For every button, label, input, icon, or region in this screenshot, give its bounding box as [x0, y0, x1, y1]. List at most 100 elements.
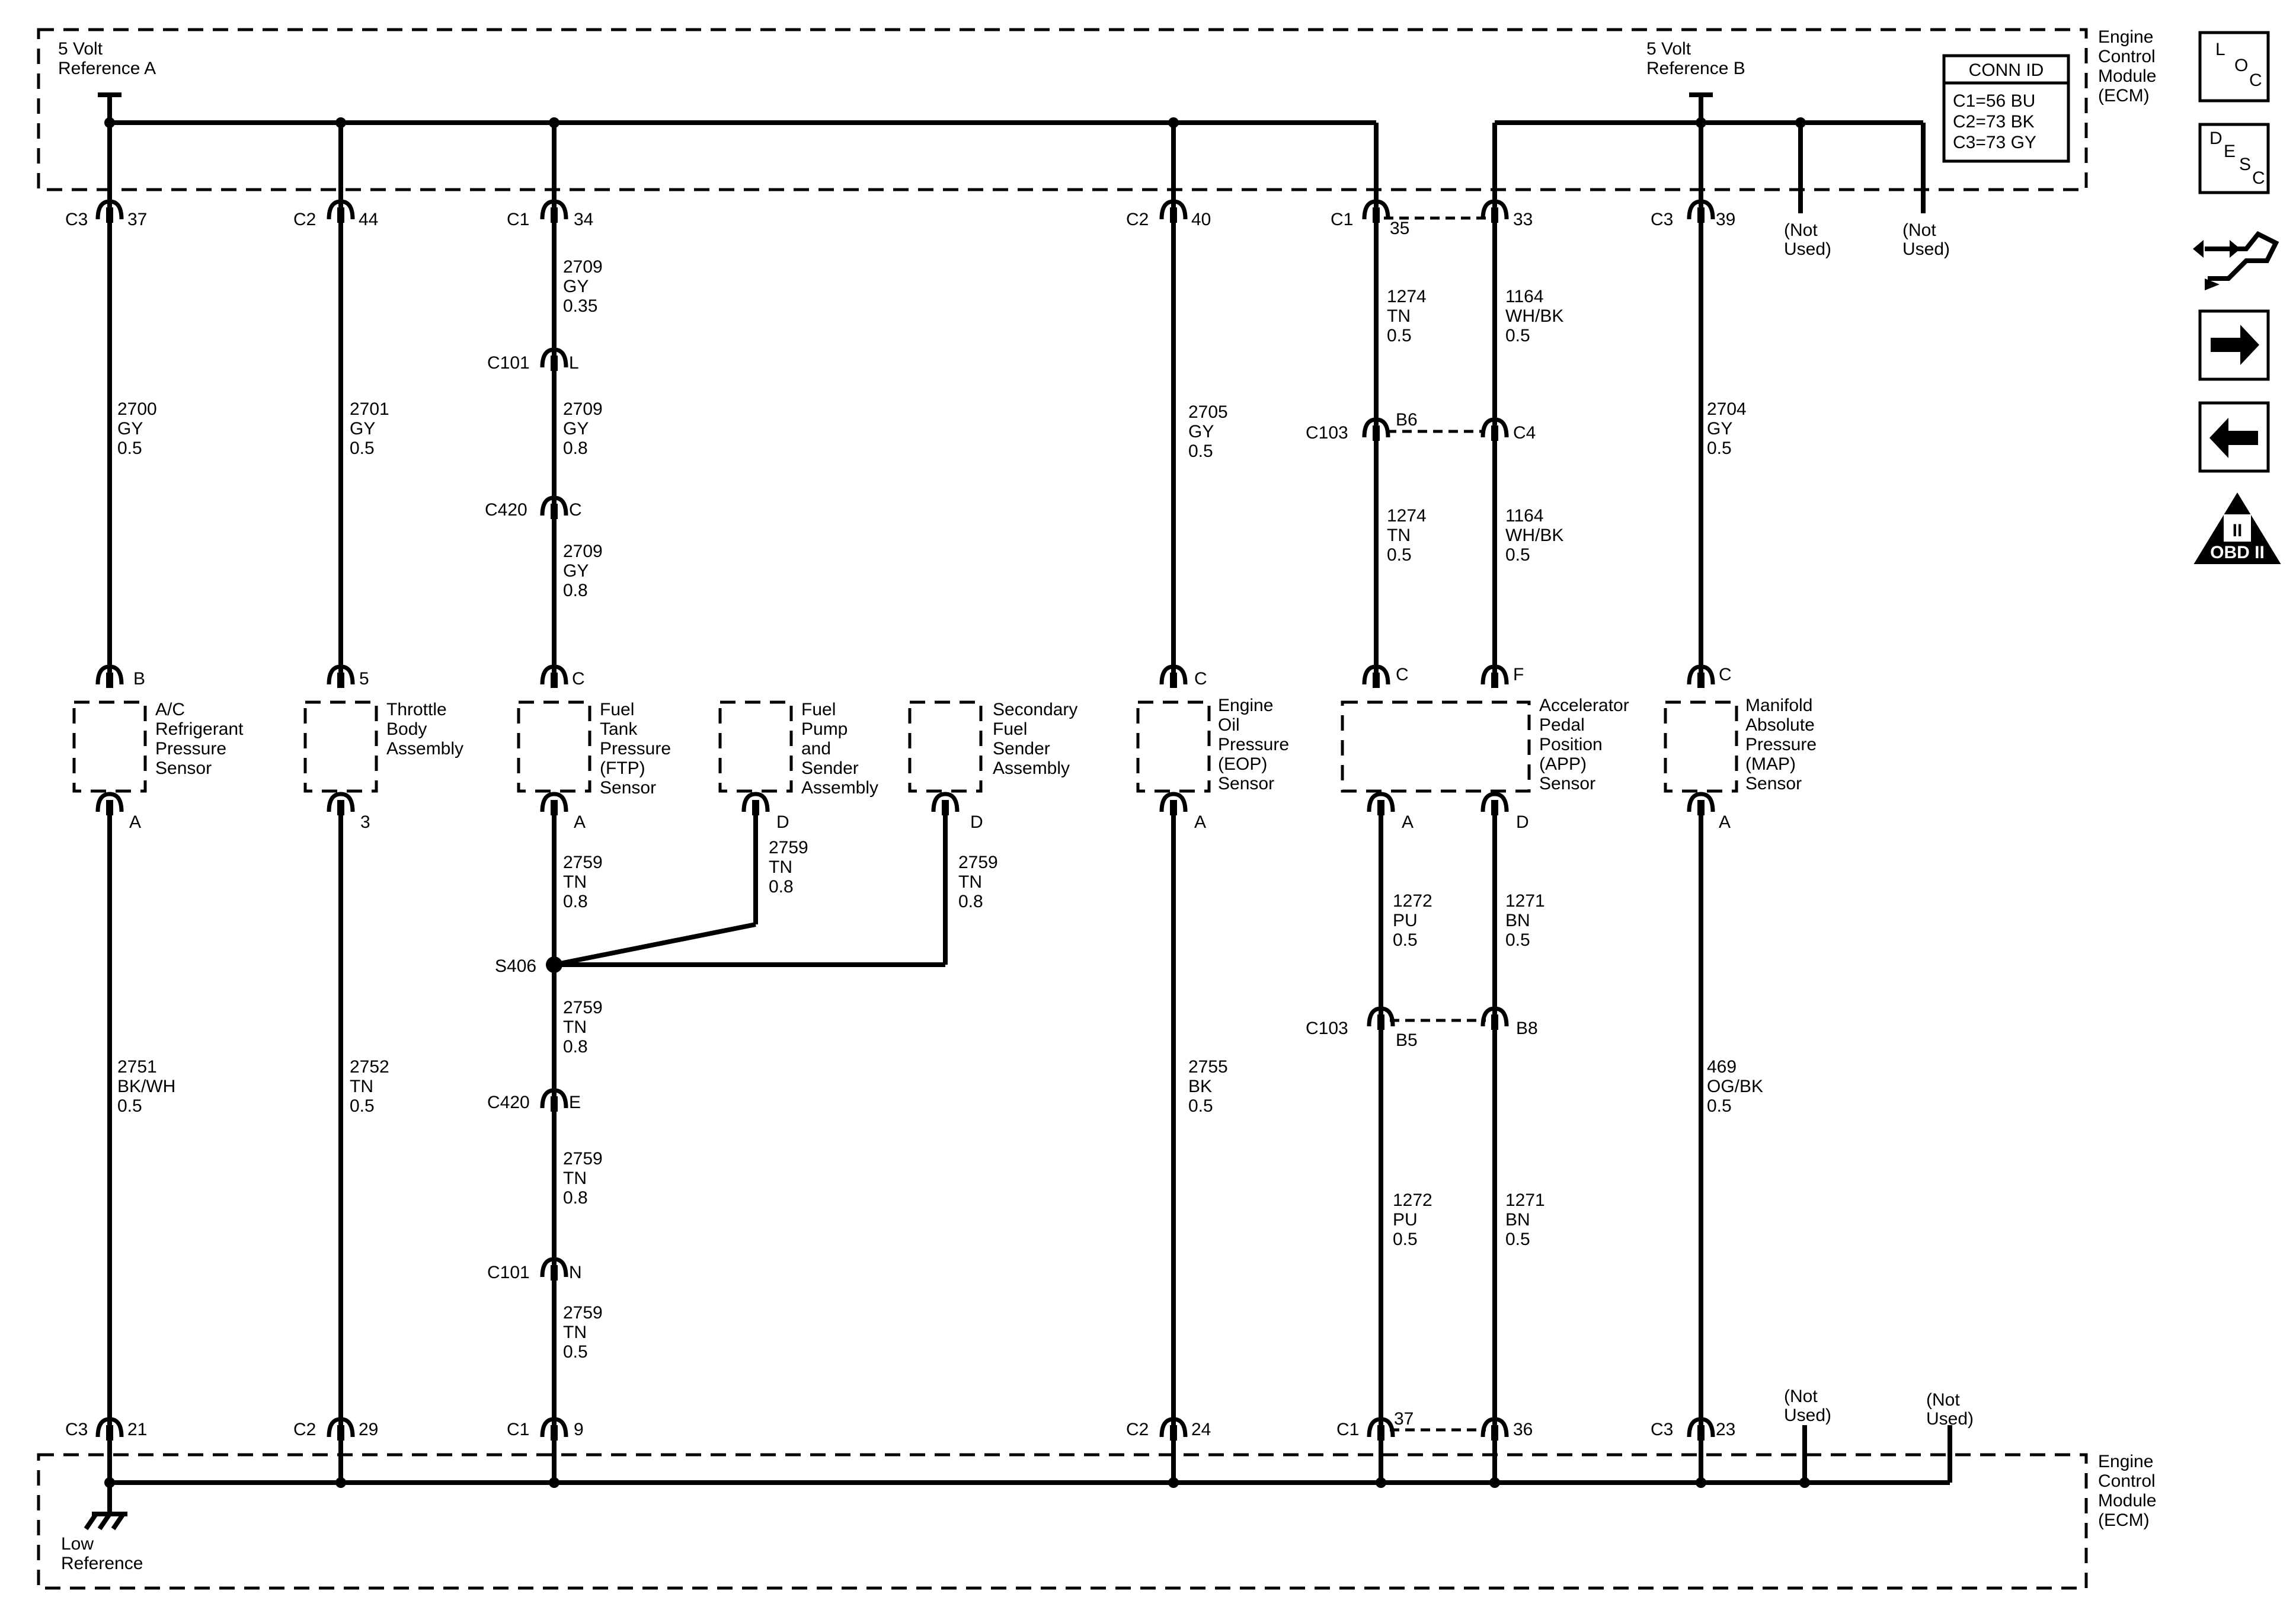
- wire-label: 2709: [563, 542, 603, 561]
- connector-pin: [1480, 417, 1509, 438]
- component-label: Accelerator: [1539, 696, 1629, 715]
- fuel-pump-sender-assembly: [718, 700, 793, 793]
- wire-label: 2704: [1707, 399, 1747, 419]
- svg-text:C: C: [1719, 665, 1732, 684]
- connector-pin: [1367, 1417, 1395, 1438]
- svg-text:C420: C420: [487, 1093, 530, 1112]
- svg-text:C2: C2: [293, 210, 316, 229]
- arrow-left-icon[interactable]: [2198, 401, 2270, 473]
- wire-label: 2701: [350, 399, 389, 419]
- svg-text:II: II: [2233, 521, 2243, 540]
- wire-label: 1271: [1505, 891, 1545, 911]
- connector-pin: [1480, 664, 1509, 685]
- component-label: Assembly: [993, 758, 1070, 778]
- wire-labels: 2700GY0.52751BK/WH0.52701GY0.52752TN0.52…: [117, 257, 1763, 1362]
- connector-pin-terminal: [1491, 1425, 1498, 1441]
- component-label: Pump: [801, 719, 848, 739]
- connector-pin-terminal: [1170, 1425, 1177, 1441]
- wire-label: WH/BK: [1505, 526, 1563, 545]
- connector-pin-terminal: [1697, 800, 1705, 815]
- connector-pin-terminal: [1697, 207, 1705, 223]
- arrow-right-icon[interactable]: [2198, 309, 2270, 381]
- component-label: Sensor: [600, 778, 656, 798]
- wire-label: GY: [563, 561, 589, 581]
- connector-pin-terminal: [337, 1425, 344, 1441]
- connector-pin: [540, 664, 568, 685]
- connector-pin: [931, 792, 960, 812]
- wire-label: TN: [563, 1169, 587, 1188]
- desc-button[interactable]: D E S C: [2198, 123, 2270, 194]
- connector-pin-terminal: [106, 800, 113, 815]
- component-label: Pressure: [1745, 735, 1817, 754]
- wire-label: 2751: [117, 1057, 157, 1077]
- connector-pin-terminal: [1170, 800, 1177, 815]
- svg-text:F: F: [1513, 665, 1524, 684]
- component-label: (MAP): [1745, 754, 1796, 774]
- wire-label: OG/BK: [1707, 1077, 1763, 1096]
- wire-label: 1274: [1387, 287, 1427, 306]
- connector-pin-terminal: [337, 800, 344, 815]
- component-label: Manifold: [1745, 696, 1812, 715]
- wire-label: TN: [958, 872, 982, 892]
- wire-label: GY: [563, 419, 589, 438]
- connector-hand-icon[interactable]: [2193, 231, 2279, 290]
- wire-label: 0.5: [350, 1096, 375, 1116]
- obd-ii-icon[interactable]: II OBD II: [2193, 492, 2281, 564]
- component-label: Pressure: [1218, 735, 1289, 754]
- not-used-pins: (Not Used) (Not Used) (Not Used) (Not Us…: [1784, 190, 1974, 1455]
- connector-pin-terminal: [106, 207, 113, 223]
- connector-pin: [540, 1088, 568, 1109]
- wire-label: 1272: [1393, 1190, 1432, 1210]
- wire-label: 2755: [1188, 1057, 1228, 1077]
- wire-label: 1164: [1505, 287, 1544, 306]
- svg-text:C: C: [2249, 71, 2262, 90]
- connector-pin-terminal: [752, 800, 759, 815]
- wire-label: 0.8: [769, 877, 794, 897]
- ecm-bottom-module: Engine Control Module (ECM) Low Referenc…: [37, 1452, 2156, 1590]
- connector-pin: [1159, 199, 1188, 220]
- ref-a-label-2: Reference A: [58, 59, 156, 78]
- loc-button[interactable]: L O C: [2198, 31, 2270, 103]
- component-label: Pressure: [155, 739, 226, 758]
- ecm-bottom-label-2: Control: [2098, 1471, 2156, 1491]
- connector-pin: [327, 664, 355, 685]
- ref-a-label-1: 5 Volt: [58, 39, 103, 59]
- connector-pin-terminal: [1491, 1014, 1498, 1030]
- connector-pin-terminal: [1491, 800, 1498, 815]
- manifold-absolute-pressure-sensor: [1664, 700, 1738, 793]
- wire-label: 0.8: [563, 581, 588, 600]
- component-label: Sensor: [1745, 774, 1802, 793]
- connector-pin-terminal: [551, 207, 558, 223]
- connector-pin-terminal: [106, 673, 113, 688]
- connector-pin: [327, 1417, 355, 1438]
- component-label: Assembly: [386, 739, 463, 758]
- svg-text:B6: B6: [1396, 410, 1418, 430]
- ecm-bottom-outline: [37, 1453, 2088, 1590]
- connector-pin-terminal: [551, 504, 558, 519]
- throttle-body-assembly: [303, 700, 378, 793]
- conn-id-title: CONN ID: [1969, 60, 2044, 80]
- ecm-top-label-3: Module: [2098, 66, 2156, 86]
- svg-text:O: O: [2234, 56, 2248, 75]
- component-label: (FTP): [600, 758, 645, 778]
- wire-label: 469: [1707, 1057, 1737, 1077]
- connector-pin: [1159, 664, 1188, 685]
- component-label: Sensor: [1218, 774, 1274, 793]
- svg-text:C1: C1: [507, 1420, 529, 1439]
- svg-text:D: D: [776, 812, 789, 832]
- component-label: Pressure: [600, 739, 671, 758]
- svg-text:C2: C2: [293, 1420, 316, 1439]
- svg-text:A: A: [129, 812, 141, 832]
- wire-label: 1271: [1505, 1190, 1545, 1210]
- component-label: Fuel: [993, 719, 1027, 739]
- ecm-top-module: Engine Control Module (ECM) 5 Volt Refer…: [37, 27, 2156, 191]
- ecm-bottom-label-1: Engine: [2098, 1452, 2153, 1471]
- svg-text:A: A: [574, 812, 586, 832]
- component-label: Fuel: [801, 700, 836, 719]
- svg-text:33: 33: [1513, 210, 1533, 229]
- conn-id-row-1: C1=56 BU: [1953, 91, 2035, 111]
- connector-pin-terminal: [942, 800, 949, 815]
